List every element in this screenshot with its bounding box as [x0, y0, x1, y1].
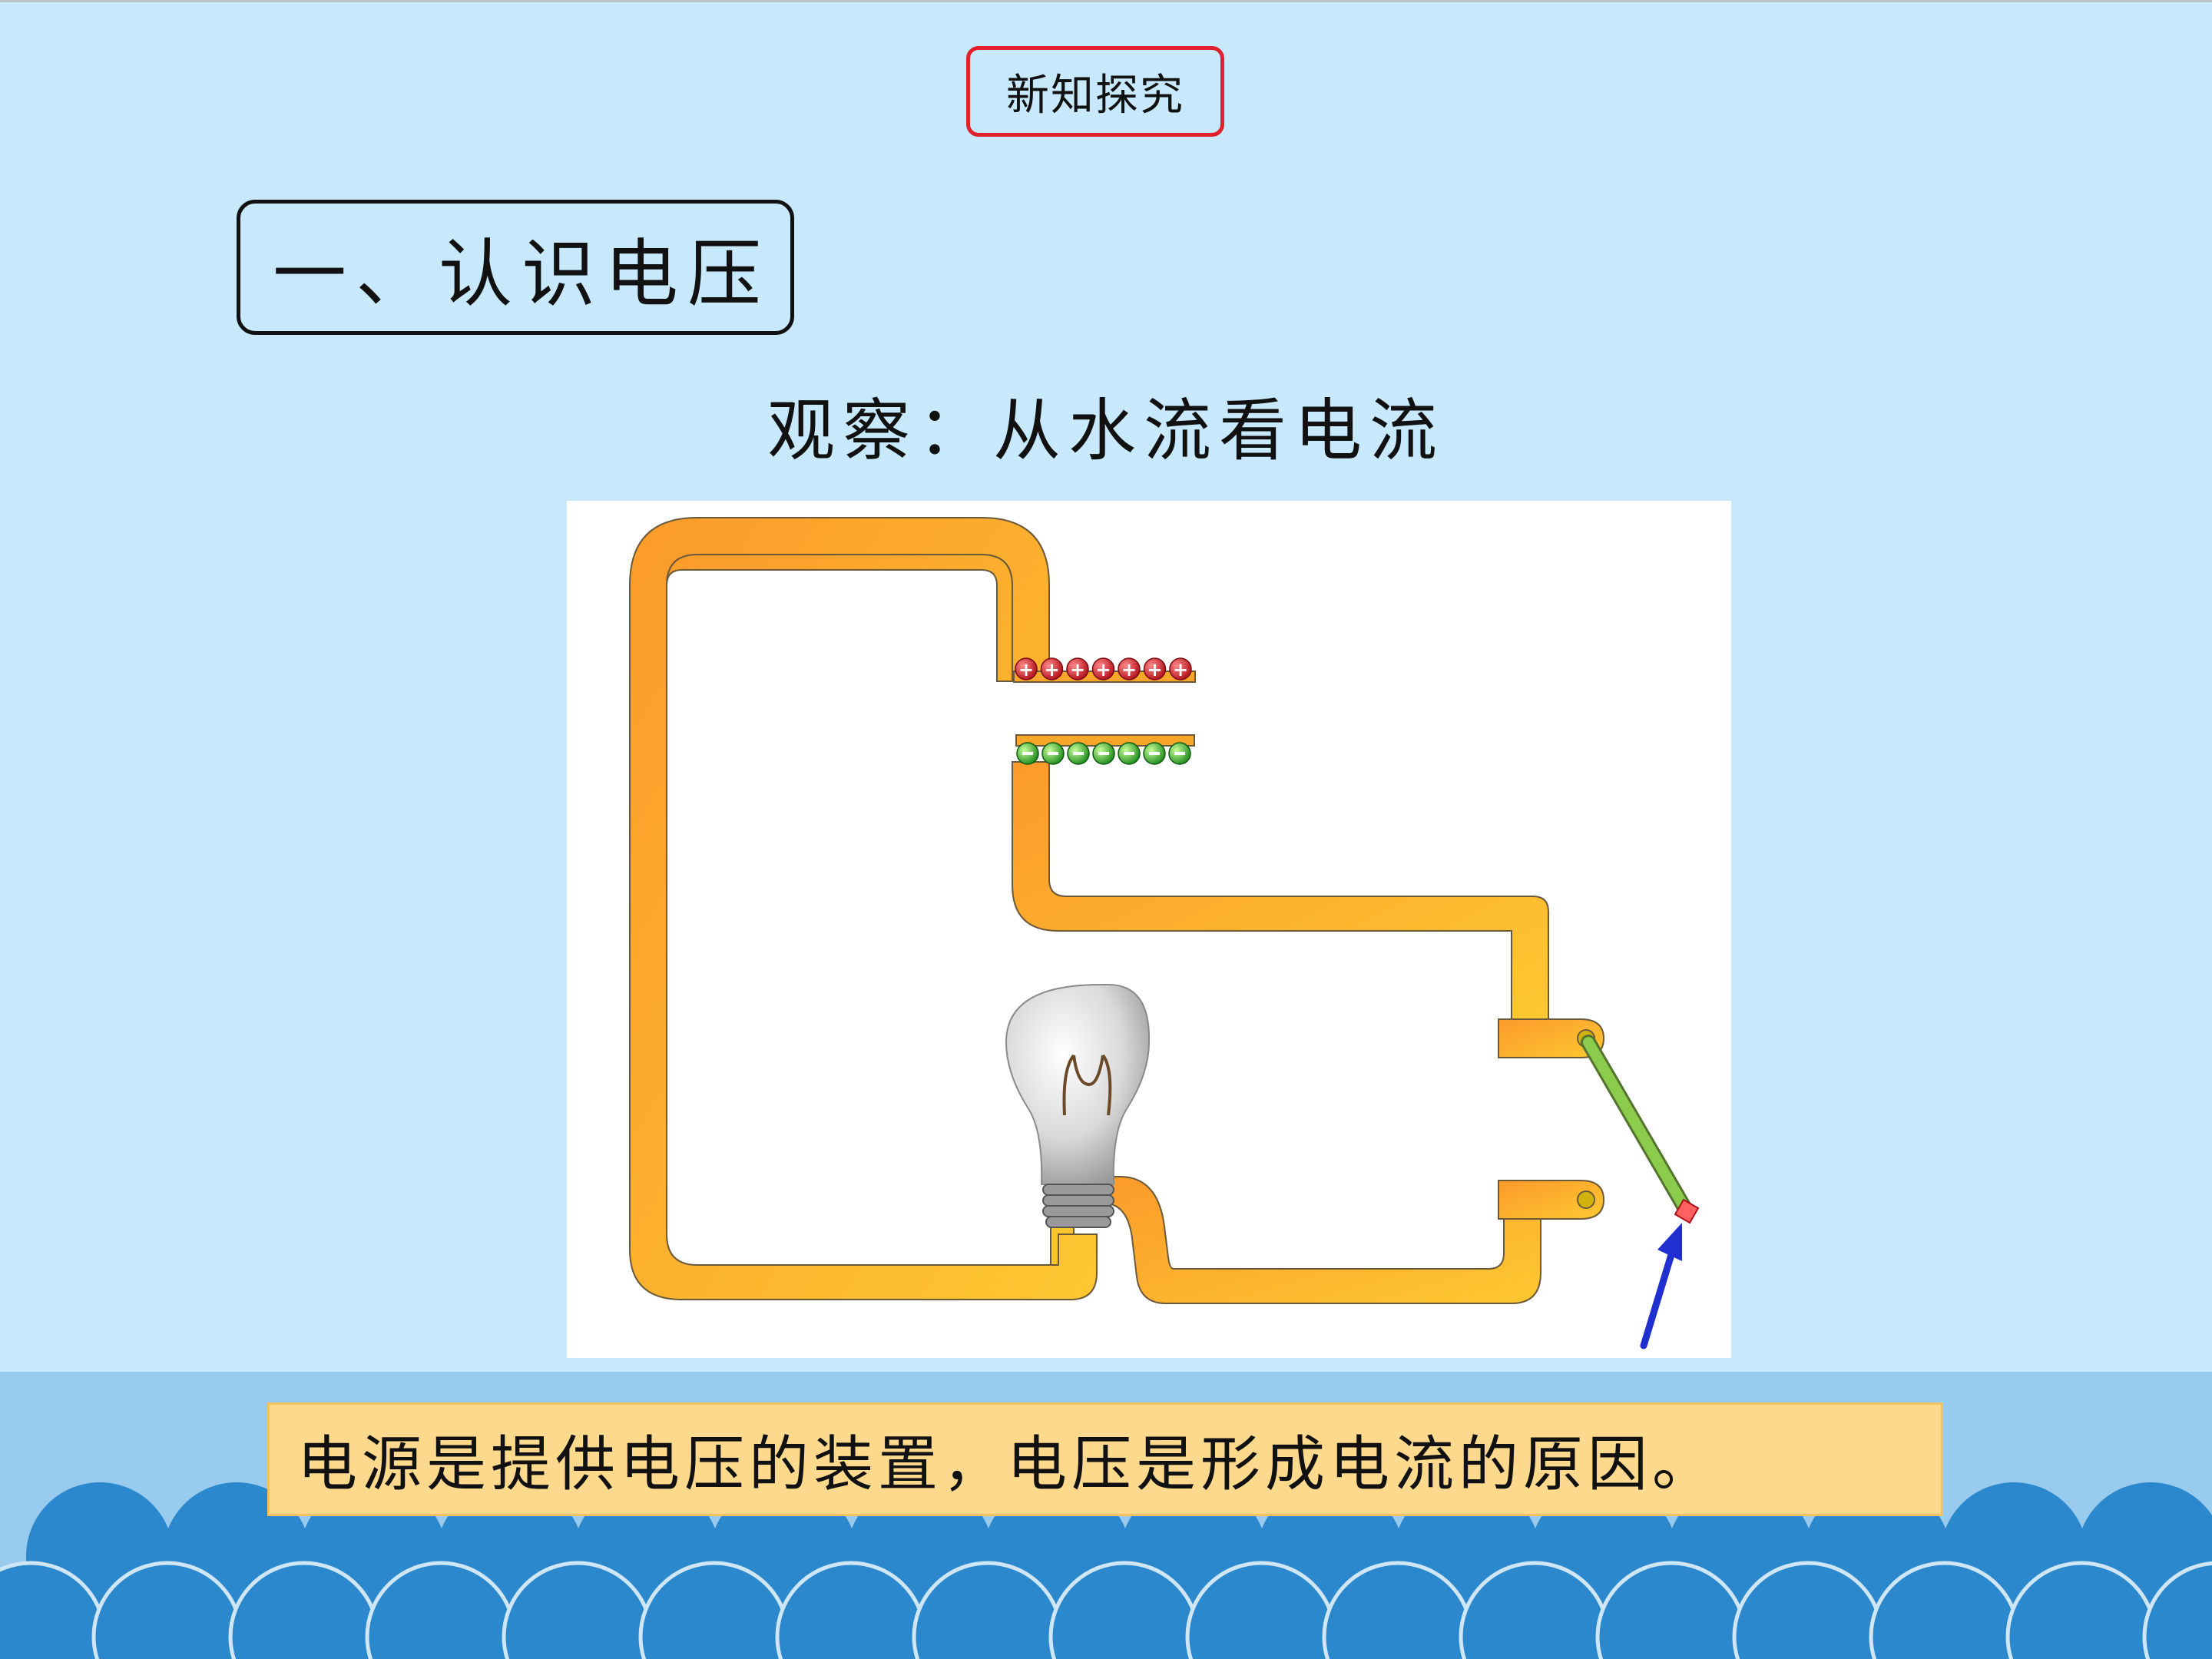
- positive-charge: [1066, 657, 1089, 680]
- section-title: 一、认识电压: [237, 200, 794, 335]
- wire-left-loop: [651, 554, 1075, 1281]
- section-tag-label: 新知探究: [1006, 70, 1184, 121]
- conclusion-text: 电源是提供电压的装置，电压是形成电流的原因。: [297, 1430, 1717, 1499]
- positive-charge-sign: +: [1018, 659, 1034, 680]
- conclusion-caption: 电源是提供电压的装置，电压是形成电流的原因。: [267, 1402, 1943, 1516]
- negative-charge-sign: [1073, 752, 1084, 755]
- circuit-diagram: + + + + + + +: [629, 517, 1700, 1349]
- wave-decoration: [0, 1482, 2212, 1659]
- wire-left-loop-body: [629, 517, 1098, 1300]
- positive-charge-sign: +: [1173, 659, 1188, 680]
- wire-right-lower: [1099, 1176, 1541, 1304]
- negative-charge-sign: [1098, 752, 1109, 755]
- negative-charge-sign: [1048, 752, 1058, 755]
- page-subtitle: 观察：从水流看电流: [767, 391, 1445, 470]
- circuit-panel: + + + + + + +: [567, 501, 1731, 1358]
- positive-charge-sign: +: [1121, 659, 1137, 680]
- wave-scallop: [2142, 1561, 2212, 1659]
- light-bulb-icon: [1005, 984, 1151, 1228]
- negative-charges: [1016, 742, 1191, 765]
- switch-terminal-bottom: [1498, 1180, 1605, 1220]
- switch-lever-tip: [1674, 1198, 1700, 1224]
- arrow-icon: [1640, 1223, 1682, 1349]
- section-tag: 新知探究: [966, 46, 1224, 137]
- positive-charge-sign: +: [1070, 659, 1085, 680]
- positive-charge: [1169, 657, 1192, 680]
- positive-charges: + + + + + + +: [1015, 657, 1192, 680]
- positive-charge-sign: +: [1044, 659, 1059, 680]
- positive-charge: [1091, 657, 1115, 680]
- positive-charge: [1040, 657, 1064, 680]
- positive-charge: [1143, 657, 1167, 680]
- negative-charge-sign: [1149, 752, 1160, 755]
- positive-charge-sign: +: [1147, 659, 1162, 680]
- switch-lever-fill: [1583, 1037, 1692, 1217]
- negative-charge-sign: [1174, 752, 1185, 755]
- switch-terminal-top: [1498, 1018, 1605, 1058]
- negative-charge-sign: [1022, 752, 1033, 755]
- section-title-text: 一、认识电压: [273, 230, 770, 317]
- positive-charge: [1015, 657, 1038, 680]
- switch-pivot-bottom: [1577, 1190, 1595, 1209]
- top-divider: [0, 0, 2212, 2]
- positive-charge: [1118, 657, 1141, 680]
- wire-right-upper: [1012, 761, 1549, 1020]
- negative-charge-sign: [1124, 752, 1134, 755]
- positive-charge-sign: +: [1095, 659, 1111, 680]
